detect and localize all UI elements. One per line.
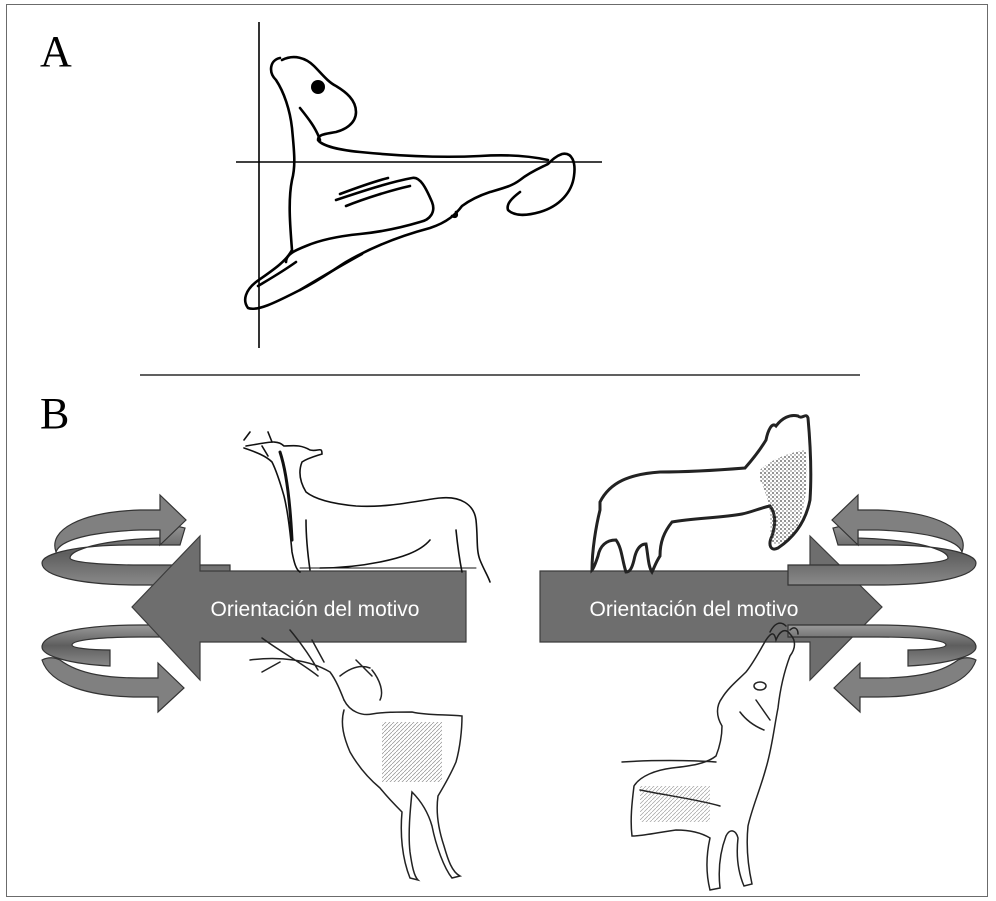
animal-sketch-left-top [244,432,490,582]
animal-eye-a [311,80,325,94]
animal-sketch-right-top [592,415,811,572]
left-arrow-label: Orientación del motivo [211,598,420,621]
animal-sketch-right-bottom [622,623,798,890]
animal-sketch-left-bottom [250,630,462,880]
right-arrow-label: Orientación del motivo [590,598,799,621]
right-lower-arrowhead [834,658,976,712]
left-lower-arrowhead [42,658,184,712]
animal-outline-a [245,57,574,309]
panel-a-drawing [236,22,602,348]
